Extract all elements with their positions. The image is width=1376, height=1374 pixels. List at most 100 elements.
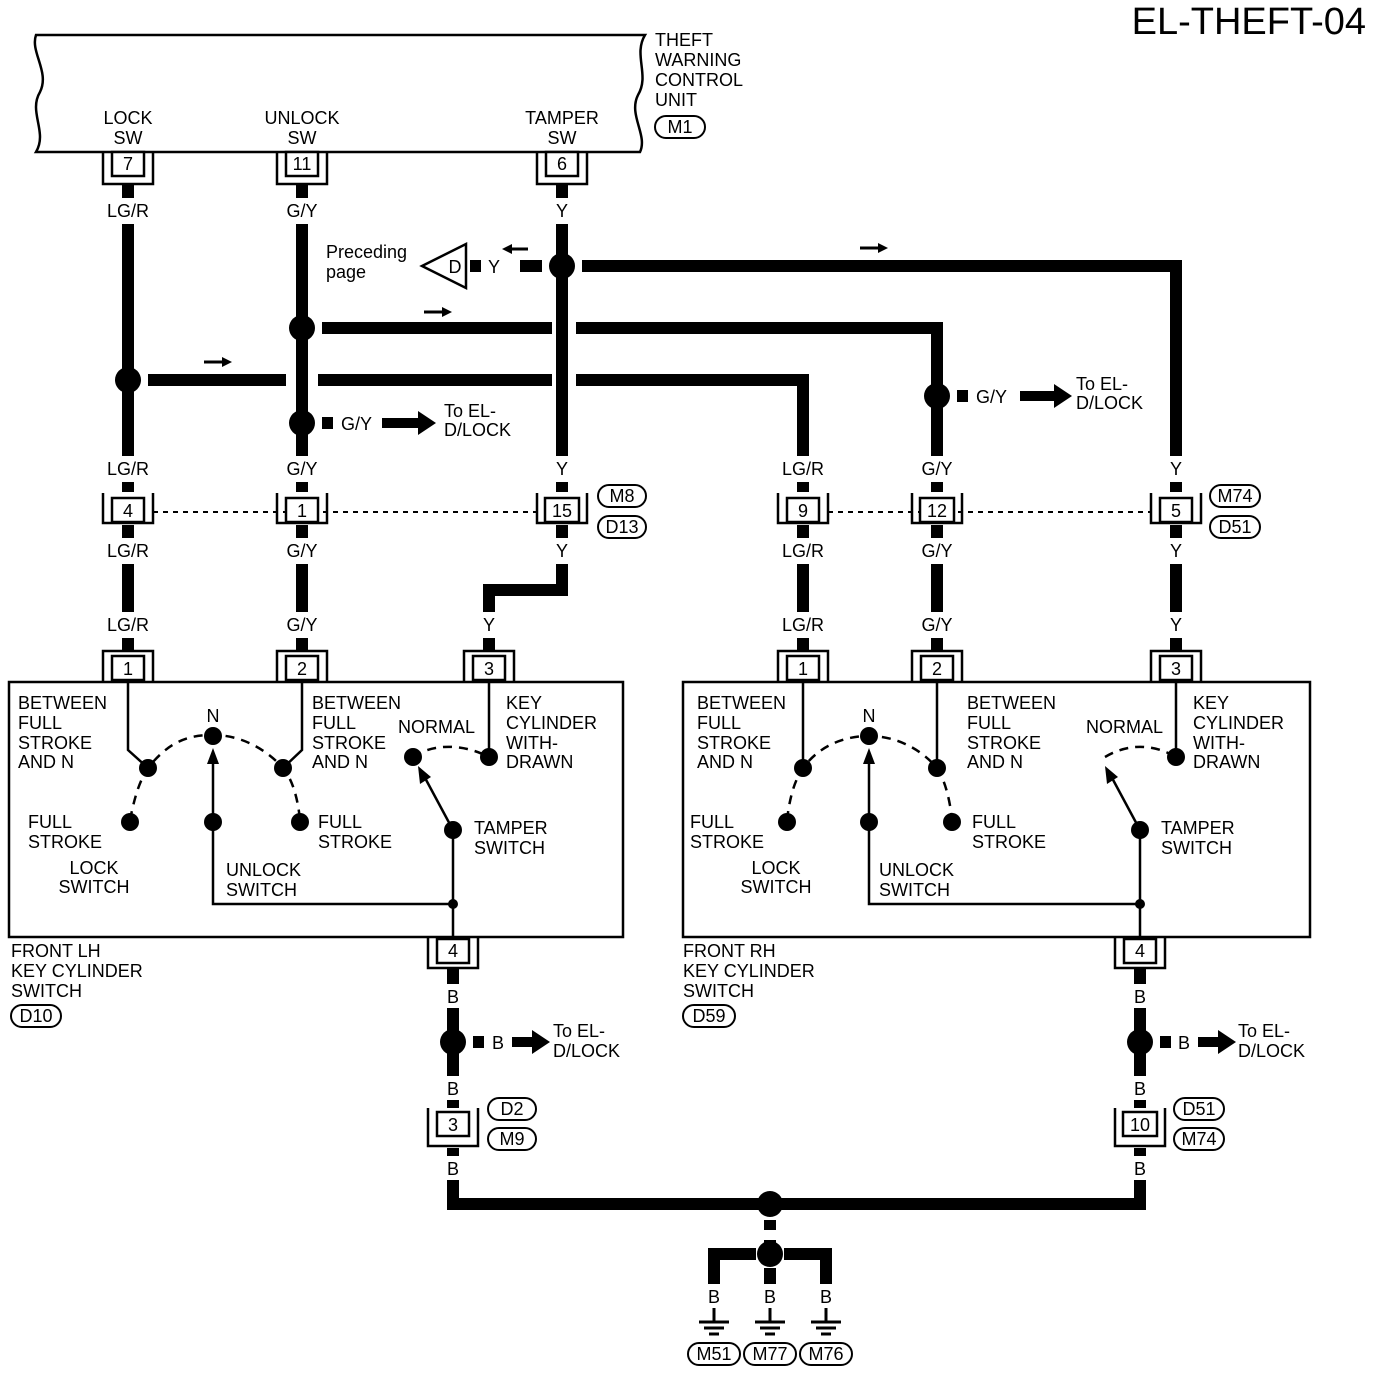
svg-text:page: page xyxy=(326,262,366,282)
svg-text:THEFT: THEFT xyxy=(655,30,713,50)
svg-text:FULL: FULL xyxy=(18,713,62,733)
svg-text:LG/R: LG/R xyxy=(107,541,149,561)
svg-text:3: 3 xyxy=(1171,659,1181,679)
svg-text:To EL-: To EL- xyxy=(444,401,496,421)
lh-switch-box xyxy=(7,680,625,939)
junction-dot xyxy=(289,315,315,341)
lh-switch-pins: 1 2 3 4 xyxy=(101,649,516,970)
svg-text:2: 2 xyxy=(297,659,307,679)
unlock-sw-label: UNLOCK SW xyxy=(264,108,339,148)
svg-text:DRAWN: DRAWN xyxy=(1193,752,1260,772)
svg-text:N: N xyxy=(863,706,876,726)
svg-text:SWITCH: SWITCH xyxy=(741,877,812,897)
svg-text:AND N: AND N xyxy=(312,752,368,772)
svg-text:M1: M1 xyxy=(667,117,692,137)
svg-text:G/Y: G/Y xyxy=(921,615,952,635)
svg-text:STROKE: STROKE xyxy=(28,832,102,852)
junction-dot xyxy=(924,383,950,409)
svg-text:B: B xyxy=(492,1033,504,1053)
svg-text:SWITCH: SWITCH xyxy=(474,838,545,858)
svg-text:6: 6 xyxy=(557,154,567,174)
flow-arrows xyxy=(204,243,888,367)
svg-text:FULL: FULL xyxy=(967,713,1011,733)
to-el-dlock-gy-left: G/Y To EL- D/LOCK xyxy=(322,401,511,440)
ground-symbol-m77: M77 xyxy=(743,1308,797,1366)
svg-text:M51: M51 xyxy=(696,1344,731,1364)
svg-text:AND N: AND N xyxy=(18,752,74,772)
wire-ground-left xyxy=(447,968,760,1210)
svg-text:STROKE: STROKE xyxy=(697,733,771,753)
svg-text:G/Y: G/Y xyxy=(921,541,952,561)
to-el-dlock-gy-right: G/Y To EL- D/LOCK xyxy=(957,374,1143,413)
svg-text:STROKE: STROKE xyxy=(318,832,392,852)
svg-text:NORMAL: NORMAL xyxy=(1086,717,1163,737)
svg-text:3: 3 xyxy=(484,659,494,679)
svg-text:Y: Y xyxy=(488,257,500,277)
mid-pin-9: 9 xyxy=(776,493,830,525)
preceding-page-ref: Preceding page D Y xyxy=(326,241,500,291)
svg-text:Y: Y xyxy=(556,459,568,479)
wire-labels-lower: LG/R G/Y Y LG/R G/Y Y LG/R G/Y Y LG/R G/… xyxy=(107,541,1182,635)
rh-switch-labels: BETWEEN FULL STROKE AND N N BETWEEN FULL… xyxy=(690,693,1284,900)
svg-text:M9: M9 xyxy=(499,1129,524,1149)
svg-text:D/LOCK: D/LOCK xyxy=(1238,1041,1305,1061)
wire-ground-right xyxy=(780,968,1146,1210)
svg-text:1: 1 xyxy=(798,659,808,679)
svg-text:LG/R: LG/R xyxy=(107,615,149,635)
svg-text:WITH-: WITH- xyxy=(506,733,558,753)
svg-text:G/Y: G/Y xyxy=(286,615,317,635)
svg-text:SWITCH: SWITCH xyxy=(11,981,82,1001)
svg-text:7: 7 xyxy=(123,154,133,174)
svg-text:FULL: FULL xyxy=(690,812,734,832)
mid-pin-15: 15 xyxy=(535,493,589,525)
svg-text:FULL: FULL xyxy=(972,812,1016,832)
mid-pin-4: 4 xyxy=(101,493,155,525)
svg-text:B: B xyxy=(708,1287,720,1307)
junction-dot xyxy=(549,253,575,279)
svg-text:N: N xyxy=(207,706,220,726)
svg-text:SWITCH: SWITCH xyxy=(683,981,754,1001)
lh-switch-labels: BETWEEN FULL STROKE AND N N BETWEEN FULL… xyxy=(18,693,597,900)
svg-text:D13: D13 xyxy=(605,517,638,537)
mid-connector-left-ids: M8 D13 xyxy=(597,484,647,539)
svg-text:KEY CYLINDER: KEY CYLINDER xyxy=(683,961,815,981)
svg-text:D2: D2 xyxy=(500,1099,523,1119)
svg-text:KEY: KEY xyxy=(506,693,542,713)
svg-text:D59: D59 xyxy=(692,1006,725,1026)
svg-text:11: 11 xyxy=(293,154,312,174)
svg-text:3: 3 xyxy=(448,1115,458,1135)
svg-text:Y: Y xyxy=(556,541,568,561)
svg-text:Y: Y xyxy=(1170,615,1182,635)
svg-text:STROKE: STROKE xyxy=(18,733,92,753)
svg-text:B: B xyxy=(1134,1159,1146,1179)
svg-text:D10: D10 xyxy=(19,1006,52,1026)
svg-text:To EL-: To EL- xyxy=(553,1021,605,1041)
svg-text:STROKE: STROKE xyxy=(690,832,764,852)
svg-text:TAMPER: TAMPER xyxy=(525,108,599,128)
to-el-dlock-b-left: B To EL- D/LOCK xyxy=(473,1021,620,1061)
cu-pin-11: 11 xyxy=(275,150,329,186)
tamper-sw-label: TAMPER SW xyxy=(525,108,599,148)
lh-switch-internals xyxy=(121,682,498,937)
diagram-title: EL-THEFT-04 xyxy=(1132,1,1366,43)
svg-text:M74: M74 xyxy=(1181,1129,1216,1149)
ground-connector-right: 10 D51 M74 xyxy=(1113,1097,1225,1151)
svg-text:D/LOCK: D/LOCK xyxy=(444,420,511,440)
svg-text:FRONT LH: FRONT LH xyxy=(11,941,101,961)
wire-labels-upper: LG/R G/Y Y LG/R G/Y Y LG/R G/Y Y xyxy=(107,201,1182,479)
junction-dot xyxy=(1127,1029,1153,1055)
svg-text:WITH-: WITH- xyxy=(1193,733,1245,753)
mid-connector-right-ids: M74 D51 xyxy=(1209,484,1261,539)
svg-text:D: D xyxy=(449,257,462,277)
svg-text:To EL-: To EL- xyxy=(1076,374,1128,394)
svg-text:D51: D51 xyxy=(1182,1099,1215,1119)
svg-text:D/LOCK: D/LOCK xyxy=(1076,393,1143,413)
svg-text:LG/R: LG/R xyxy=(107,459,149,479)
wire-lock-lgr xyxy=(122,184,809,652)
svg-text:G/Y: G/Y xyxy=(286,201,317,221)
control-unit-connector-badge: M1 xyxy=(654,115,706,139)
svg-text:FRONT RH: FRONT RH xyxy=(683,941,776,961)
svg-text:LG/R: LG/R xyxy=(107,201,149,221)
junction-dot xyxy=(115,367,141,393)
svg-text:4: 4 xyxy=(448,941,458,961)
